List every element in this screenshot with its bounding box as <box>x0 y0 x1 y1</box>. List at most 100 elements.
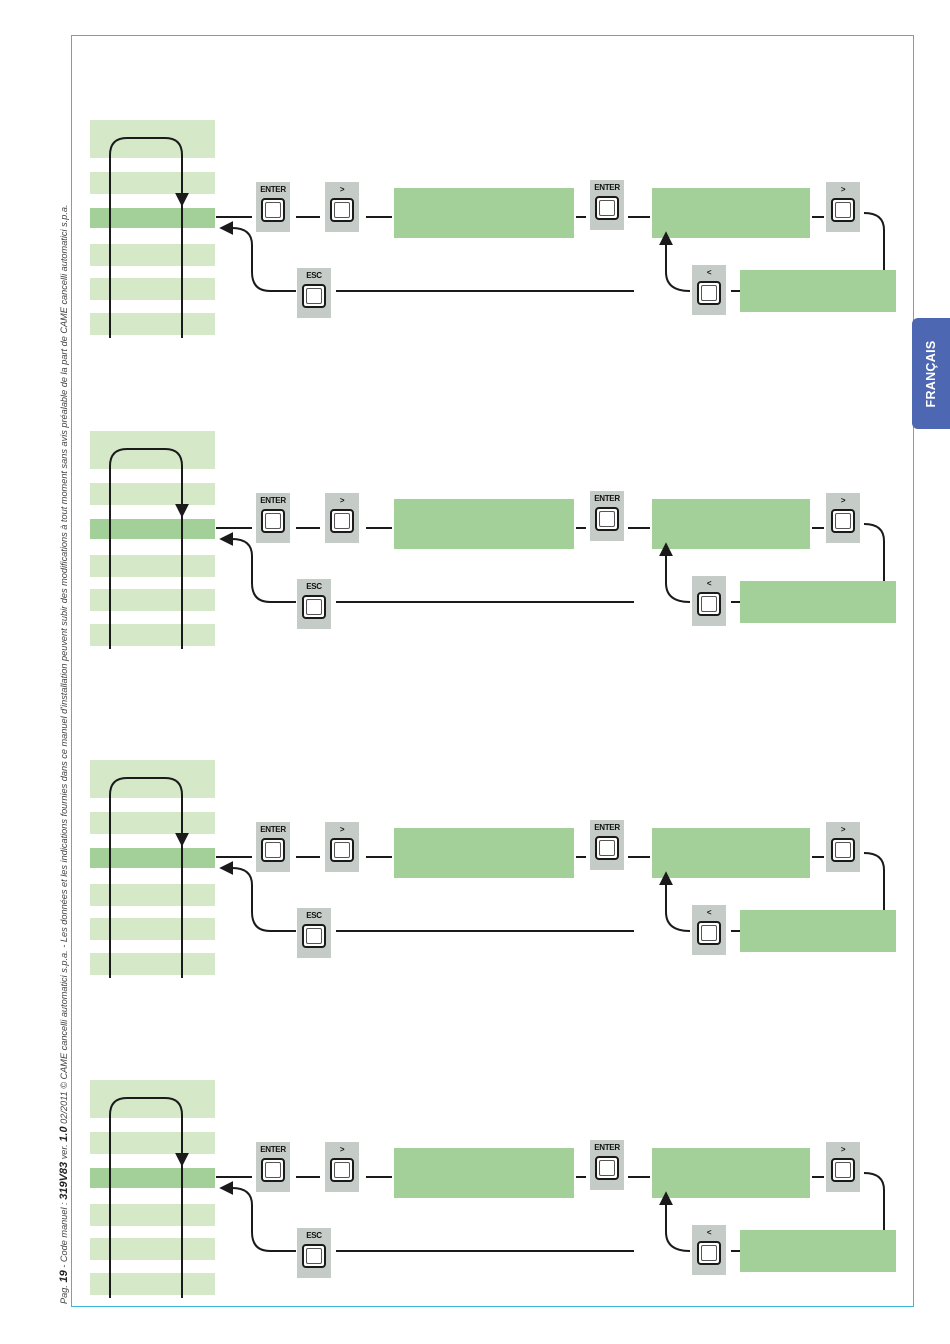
enter-button-label: ENTER <box>594 494 620 503</box>
prev-button-icon <box>697 921 721 945</box>
menu-row <box>90 918 215 940</box>
next-button[interactable]: > <box>325 822 359 872</box>
enter-button-label: ENTER <box>260 185 286 194</box>
esc-button[interactable]: ESC <box>297 268 331 318</box>
enter-button-icon <box>261 838 285 862</box>
flow-diagram-3: ENTER > ENTER > ESC < <box>0 760 950 1000</box>
display-screen-1 <box>394 828 574 878</box>
prev-button-label: < <box>706 579 712 588</box>
display-screen-2 <box>652 188 810 238</box>
next-button[interactable]: > <box>325 493 359 543</box>
enter-button[interactable]: ENTER <box>256 493 290 543</box>
display-screen-1 <box>394 1148 574 1198</box>
display-screen-2 <box>652 828 810 878</box>
enter-button-icon <box>595 196 619 220</box>
esc-button[interactable]: ESC <box>297 579 331 629</box>
next-button-icon <box>330 509 354 533</box>
menu-row-selected[interactable] <box>90 519 215 539</box>
language-tab[interactable]: FRANÇAIS <box>912 318 950 429</box>
menu-row-selected[interactable] <box>90 208 215 228</box>
menu-row <box>90 812 215 834</box>
next-button[interactable]: > <box>826 182 860 232</box>
menu-row <box>90 278 215 300</box>
prev-button[interactable]: < <box>692 1225 726 1275</box>
esc-back-arrow <box>219 532 296 603</box>
connector-lines <box>109 137 885 338</box>
enter-button[interactable]: ENTER <box>256 1142 290 1192</box>
menu-row-selected[interactable] <box>90 848 215 868</box>
enter-button-icon <box>595 1156 619 1180</box>
display-screen-1 <box>394 188 574 238</box>
menu-row <box>90 1132 215 1154</box>
connector-next-down <box>863 852 885 910</box>
flow-diagram-1: ENTER > ENTER > ESC < <box>0 120 950 360</box>
enter-button-label: ENTER <box>260 825 286 834</box>
next-button-icon <box>330 1158 354 1182</box>
prev-button-icon <box>697 592 721 616</box>
esc-button-label: ESC <box>306 1231 322 1240</box>
display-screen-3 <box>740 1230 896 1272</box>
menu-row <box>90 1273 215 1295</box>
esc-button-label: ESC <box>306 911 322 920</box>
next-button[interactable]: > <box>325 182 359 232</box>
enter-button[interactable]: ENTER <box>590 491 624 541</box>
enter-button[interactable]: ENTER <box>256 182 290 232</box>
next-button[interactable]: > <box>826 493 860 543</box>
menu-loop-line <box>109 1097 183 1298</box>
enter-button-label: ENTER <box>594 1143 620 1152</box>
enter-button[interactable]: ENTER <box>590 180 624 230</box>
next-button-label: > <box>840 185 846 194</box>
esc-back-arrow <box>219 221 296 292</box>
esc-back-arrow <box>219 1181 296 1252</box>
esc-button[interactable]: ESC <box>297 1228 331 1278</box>
flow-diagram-4: ENTER > ENTER > ESC < <box>0 1080 950 1320</box>
prev-button[interactable]: < <box>692 265 726 315</box>
menu-row <box>90 1238 215 1260</box>
next-button-label: > <box>339 825 345 834</box>
display-screen-1 <box>394 499 574 549</box>
enter-button-icon <box>261 509 285 533</box>
next-button[interactable]: > <box>325 1142 359 1192</box>
display-screen-2 <box>652 499 810 549</box>
display-screen-2 <box>652 1148 810 1198</box>
prev-button-icon <box>697 281 721 305</box>
enter-button-label: ENTER <box>594 183 620 192</box>
esc-button-label: ESC <box>306 271 322 280</box>
menu-loop-line <box>109 137 183 338</box>
prev-button[interactable]: < <box>692 905 726 955</box>
enter-button-icon <box>595 507 619 531</box>
prev-up-arrow <box>659 871 691 932</box>
next-button-label: > <box>840 825 846 834</box>
enter-button[interactable]: ENTER <box>590 1140 624 1190</box>
esc-button-icon <box>302 595 326 619</box>
esc-button-icon <box>302 284 326 308</box>
next-button[interactable]: > <box>826 1142 860 1192</box>
esc-button-icon <box>302 1244 326 1268</box>
esc-button[interactable]: ESC <box>297 908 331 958</box>
connector-lines <box>109 1097 885 1298</box>
display-screen-3 <box>740 270 896 312</box>
enter-button-icon <box>261 1158 285 1182</box>
prev-up-arrow <box>659 542 691 603</box>
enter-button[interactable]: ENTER <box>256 822 290 872</box>
next-button-label: > <box>840 1145 846 1154</box>
prev-button[interactable]: < <box>692 576 726 626</box>
enter-button-icon <box>261 198 285 222</box>
prev-up-arrow <box>659 231 691 292</box>
connector-lines <box>109 777 885 978</box>
connector-lines <box>109 448 885 649</box>
next-button-icon <box>330 198 354 222</box>
connector-next-down <box>863 523 885 581</box>
menu-row <box>90 624 215 646</box>
next-button-icon <box>831 1158 855 1182</box>
enter-button[interactable]: ENTER <box>590 820 624 870</box>
menu-row <box>90 483 215 505</box>
next-button-icon <box>831 198 855 222</box>
flow-diagram-2: ENTER > ENTER > ESC < <box>0 431 950 671</box>
enter-button-icon <box>595 836 619 860</box>
next-button[interactable]: > <box>826 822 860 872</box>
menu-row-selected[interactable] <box>90 1168 215 1188</box>
menu-row <box>90 313 215 335</box>
display-screen-3 <box>740 910 896 952</box>
page-frame <box>71 35 914 1307</box>
